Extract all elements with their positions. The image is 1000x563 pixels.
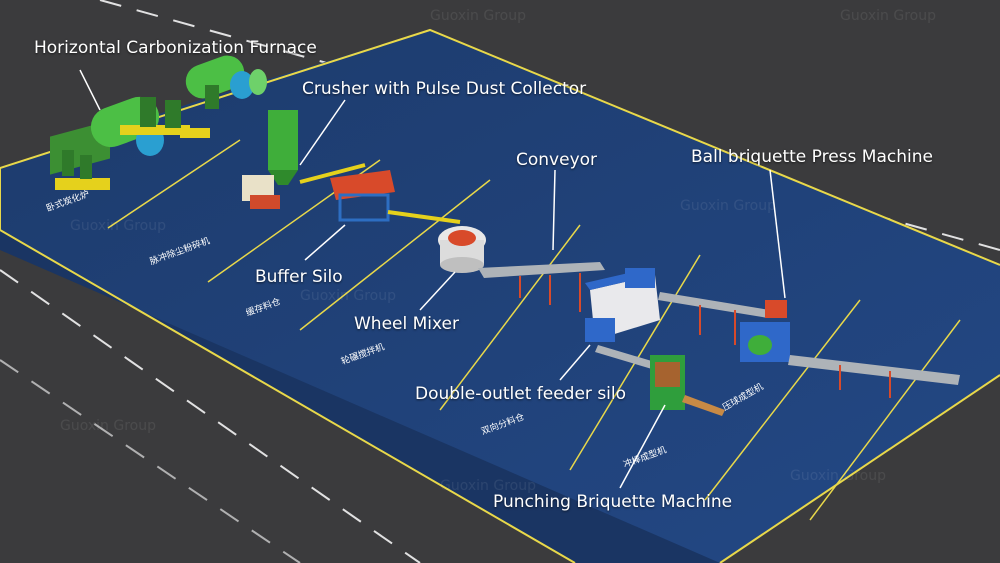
double-outlet-feeder-silo (585, 268, 660, 342)
label-wheel-mixer: Wheel Mixer (354, 314, 460, 334)
label-crusher: Crusher with Pulse Dust Collector (302, 79, 587, 99)
label-conveyor: Conveyor (516, 150, 598, 170)
ball-briquette-press (740, 300, 960, 398)
label-ball-press: Ball briquette Press Machine (691, 147, 933, 167)
production-floor (0, 30, 1000, 563)
label-furnace: Horizontal Carbonization Furnace (34, 38, 317, 58)
wheel-mixer (438, 226, 486, 273)
crusher-with-dust-collector (242, 110, 366, 209)
svg-text:Guoxin Group: Guoxin Group (300, 288, 396, 304)
label-punching: Punching Briquette Machine (493, 492, 733, 512)
main-conveyor (478, 262, 605, 312)
buffer-silo (330, 170, 461, 224)
label-buffer-silo: Buffer Silo (255, 267, 343, 287)
svg-text:Guoxin Group: Guoxin Group (840, 8, 936, 24)
svg-text:Guoxin Group: Guoxin Group (70, 218, 166, 234)
punching-briquette-machine (595, 345, 725, 416)
svg-text:Guoxin Group: Guoxin Group (60, 418, 156, 434)
svg-text:Guoxin Group: Guoxin Group (430, 8, 526, 24)
callout-lines (79, 69, 786, 489)
label-feeder-silo: Double-outlet feeder silo (415, 384, 627, 404)
ball-press-conveyor (658, 292, 770, 345)
floor-edge-bottom (0, 168, 576, 563)
carbonization-furnace-group (50, 55, 267, 190)
svg-text:Guoxin Group: Guoxin Group (680, 198, 776, 214)
svg-text:Guoxin Group: Guoxin Group (790, 468, 886, 484)
watermark-group: Guoxin Group Guoxin Group Guoxin Group G… (60, 8, 936, 494)
svg-text:Guoxin Group: Guoxin Group (440, 478, 536, 494)
